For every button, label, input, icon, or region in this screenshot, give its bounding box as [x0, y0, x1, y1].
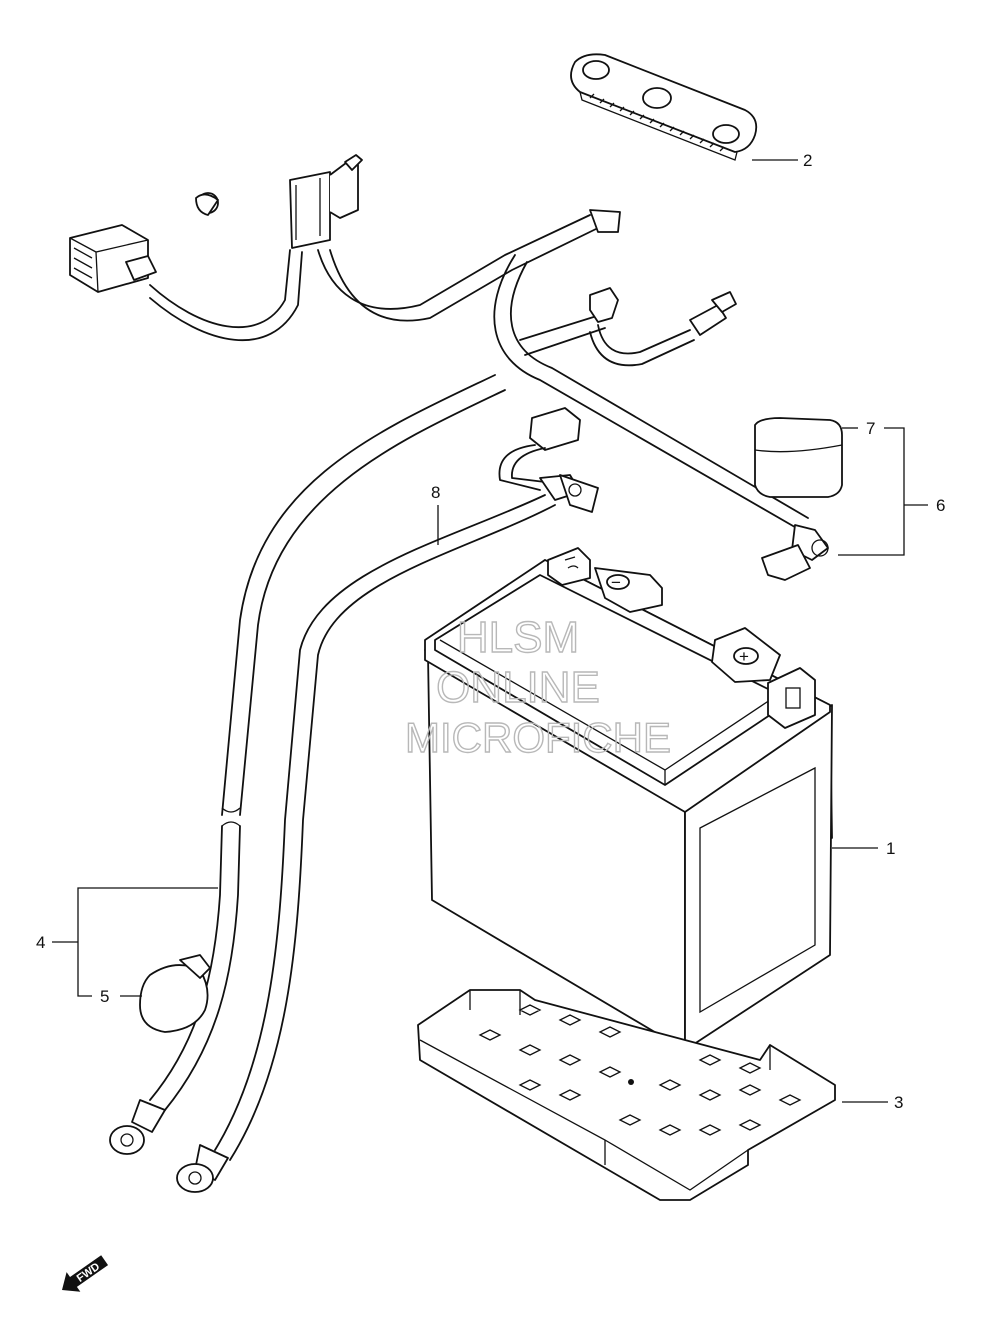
watermark: HLSM ONLINE MICROFICHE [404, 612, 671, 761]
callout-6: 6 [936, 496, 945, 515]
negative-terminal-symbol: − [611, 573, 621, 592]
terminal-cap-part[interactable] [754, 417, 843, 498]
callout-leaders [52, 159, 928, 1103]
forward-direction-arrow-icon: FWD [62, 1255, 109, 1292]
negative-cable-part[interactable] [176, 407, 599, 1193]
watermark-line-2: ONLINE [436, 663, 600, 712]
watermark-line-1: HLSM [457, 613, 579, 662]
callout-7: 7 [866, 419, 875, 438]
callout-4: 4 [36, 933, 45, 952]
wire-harness-part[interactable] [69, 154, 829, 1155]
callout-2: 2 [803, 151, 812, 170]
watermark-line-3: MICROFICHE [405, 714, 671, 761]
terminal-cover-part[interactable] [570, 53, 758, 161]
battery-part[interactable]: − + [424, 547, 833, 1051]
positive-terminal-symbol: + [739, 647, 749, 666]
terminal-boot-part[interactable] [139, 954, 211, 1033]
callout-3: 3 [894, 1093, 903, 1112]
callout-8: 8 [431, 483, 440, 502]
callout-5: 5 [100, 987, 109, 1006]
callout-1: 1 [886, 839, 895, 858]
battery-tray-part[interactable] [417, 989, 836, 1201]
